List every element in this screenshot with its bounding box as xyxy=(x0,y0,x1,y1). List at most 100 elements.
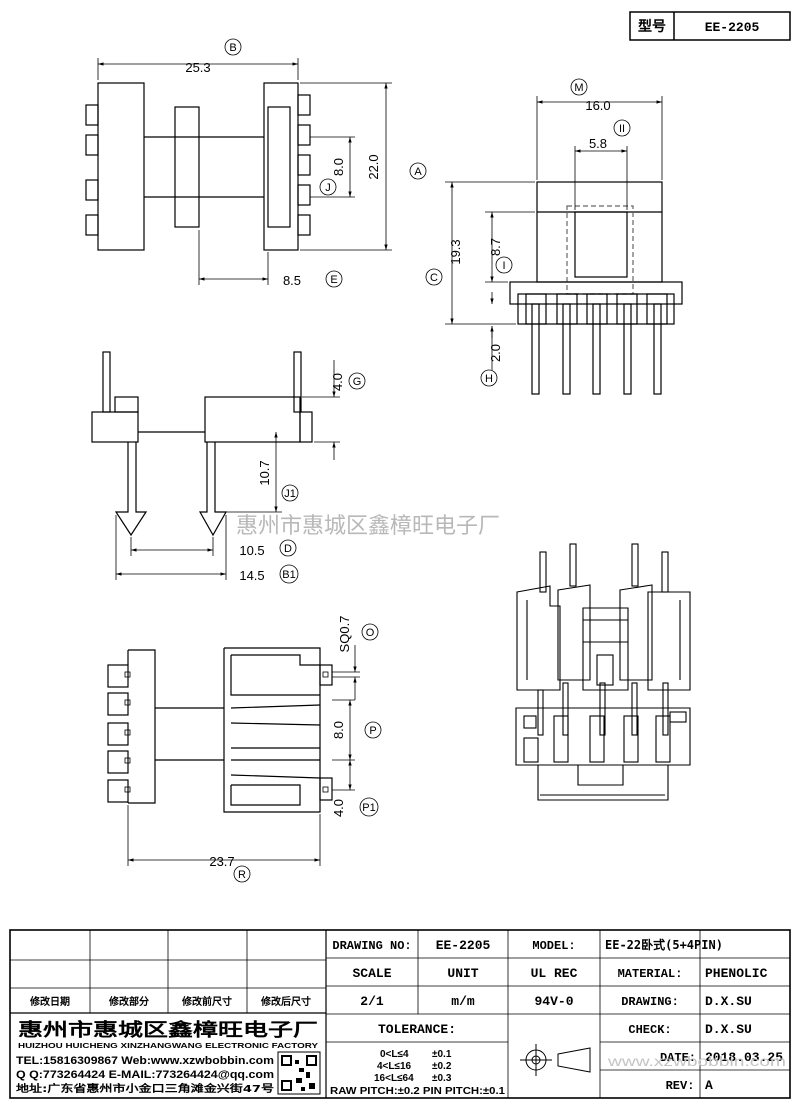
tol2-value: ±0.2 xyxy=(432,1061,452,1072)
company-line-qq: Q Q:773264424 E-MAIL:773264424@qq.com xyxy=(16,1069,274,1081)
revision-header-before: 修改前尺寸 xyxy=(181,995,232,1008)
label-p1-circle xyxy=(359,797,379,817)
header-box: 型号 EE-2205 xyxy=(629,11,791,41)
label-p: P xyxy=(369,725,376,737)
company-line-tel: TEL:15816309867 Web:www.xzwbobbin.com xyxy=(16,1055,274,1067)
dim-o-value: SQ0.7 xyxy=(337,616,352,653)
dim-i-value: 8.7 xyxy=(488,238,503,256)
drawing-value: D.X.SU xyxy=(705,994,752,1009)
date-label: DATE: xyxy=(660,1051,696,1065)
label-p1: P1 xyxy=(362,802,375,814)
label-o-circle xyxy=(361,623,379,641)
view-bottom-pinholes xyxy=(124,671,329,793)
label-e-circle xyxy=(325,270,343,288)
label-g-circle xyxy=(348,372,366,390)
drawing-label: DRAWING: xyxy=(621,995,679,1009)
check-value: D.X.SU xyxy=(705,1022,752,1037)
label-o: O xyxy=(366,627,375,639)
header-model: EE-2205 xyxy=(705,20,760,35)
dim-p-value: 8.0 xyxy=(331,721,346,739)
label-h-circle xyxy=(480,369,498,387)
material-label: MATERIAL: xyxy=(618,967,683,981)
dim-b1-value: 14.5 xyxy=(239,568,264,583)
view-side-dims xyxy=(115,360,340,580)
dim-d-value: 10.5 xyxy=(239,543,264,558)
view-top-dims xyxy=(97,58,392,285)
label-d-circle xyxy=(279,539,297,557)
watermark-text: 惠州市惠城区鑫樟旺电子厂 xyxy=(236,514,500,539)
tol1-range: 0<L≤4 xyxy=(380,1049,409,1060)
dim-j1-value: 10.7 xyxy=(257,460,272,485)
scale-value: 2/1 xyxy=(360,994,384,1009)
unit-value: m/m xyxy=(451,994,475,1009)
ulrec-value: 94V-0 xyxy=(534,994,573,1009)
ulrec-label: UL REC xyxy=(531,966,578,981)
dim-h-value: 2.0 xyxy=(488,344,503,362)
unit-label: UNIT xyxy=(447,966,478,981)
scale-label: SCALE xyxy=(352,966,391,981)
revision-header-part: 修改部分 xyxy=(108,995,149,1008)
label-r: R xyxy=(238,869,246,881)
dim-m-value: 16.0 xyxy=(585,98,610,113)
label-j1: J1 xyxy=(284,488,296,500)
tol3-range: 16<L≤64 xyxy=(374,1073,414,1084)
model-label: MODEL: xyxy=(532,939,575,953)
revision-header-after: 修改后尺寸 xyxy=(260,995,311,1008)
model-value: EE-22卧式(5+4PIN) xyxy=(605,937,723,952)
tol2-range: 4<L≤16 xyxy=(377,1061,412,1072)
label-i: I xyxy=(502,260,505,272)
projection-symbol-icon xyxy=(520,1044,591,1076)
qr-code-icon xyxy=(277,1051,321,1095)
label-p-circle xyxy=(364,721,382,739)
label-b1-circle xyxy=(279,564,299,584)
label-a-circle xyxy=(409,162,427,180)
view-top xyxy=(85,82,311,251)
title-block-frame xyxy=(9,929,791,1099)
pitch-tolerance: RAW PITCH:±0.2 PIN PITCH:±0.1 xyxy=(330,1086,505,1097)
dim-r-value: 23.7 xyxy=(209,854,234,869)
material-value: PHENOLIC xyxy=(705,966,768,981)
revision-header-date: 修改日期 xyxy=(29,995,70,1008)
date-value: 2018.03.25 xyxy=(705,1050,783,1065)
label-c-circle xyxy=(425,268,443,286)
label-e: E xyxy=(330,274,337,286)
label-a: A xyxy=(414,166,422,178)
label-c: C xyxy=(430,272,438,284)
dim-b-value: 25.3 xyxy=(185,60,210,75)
dim-p1-value: 4.0 xyxy=(331,799,346,817)
dim-c-value: 19.3 xyxy=(448,239,463,264)
dim-ii-value: 5.8 xyxy=(589,136,607,151)
label-d: D xyxy=(284,543,292,555)
watermark-url: www.xzwbobbin.com xyxy=(607,1053,786,1069)
view-side xyxy=(91,351,313,537)
label-m: M xyxy=(574,82,583,94)
label-j1-circle xyxy=(281,484,299,502)
view-isometric xyxy=(515,543,691,801)
dim-a-value: 22.0 xyxy=(366,154,381,179)
view-bottom xyxy=(107,647,333,813)
view-front xyxy=(509,181,683,395)
dim-g-value: 4.0 xyxy=(330,373,345,391)
view-bottom-dims xyxy=(127,645,360,866)
label-j-circle xyxy=(319,178,337,196)
company-line-address: 地址:广东省惠州市小金口三角滩金兴街47号 xyxy=(16,1082,274,1095)
rev-label: REV: xyxy=(666,1079,695,1093)
header-type-label: 型号 xyxy=(638,18,666,35)
label-b: B xyxy=(229,42,236,54)
drawing-no-label: DRAWING NO: xyxy=(332,939,411,953)
tol1-value: ±0.1 xyxy=(432,1049,452,1060)
label-ii: II xyxy=(619,123,625,135)
label-b1: B1 xyxy=(282,569,295,581)
company-name-cn: 惠州市惠城区鑫樟旺电子厂 xyxy=(18,1019,318,1041)
dim-j-value: 8.0 xyxy=(331,158,346,176)
label-h: H xyxy=(485,373,493,385)
view-front-dims xyxy=(445,96,663,370)
label-i-circle xyxy=(495,256,513,274)
label-g: G xyxy=(353,376,362,388)
label-ii-circle xyxy=(613,119,631,137)
dim-e-value: 8.5 xyxy=(283,273,301,288)
drawing-no-value: EE-2205 xyxy=(436,938,491,953)
tol3-value: ±0.3 xyxy=(432,1073,452,1084)
label-m-circle xyxy=(570,78,588,96)
